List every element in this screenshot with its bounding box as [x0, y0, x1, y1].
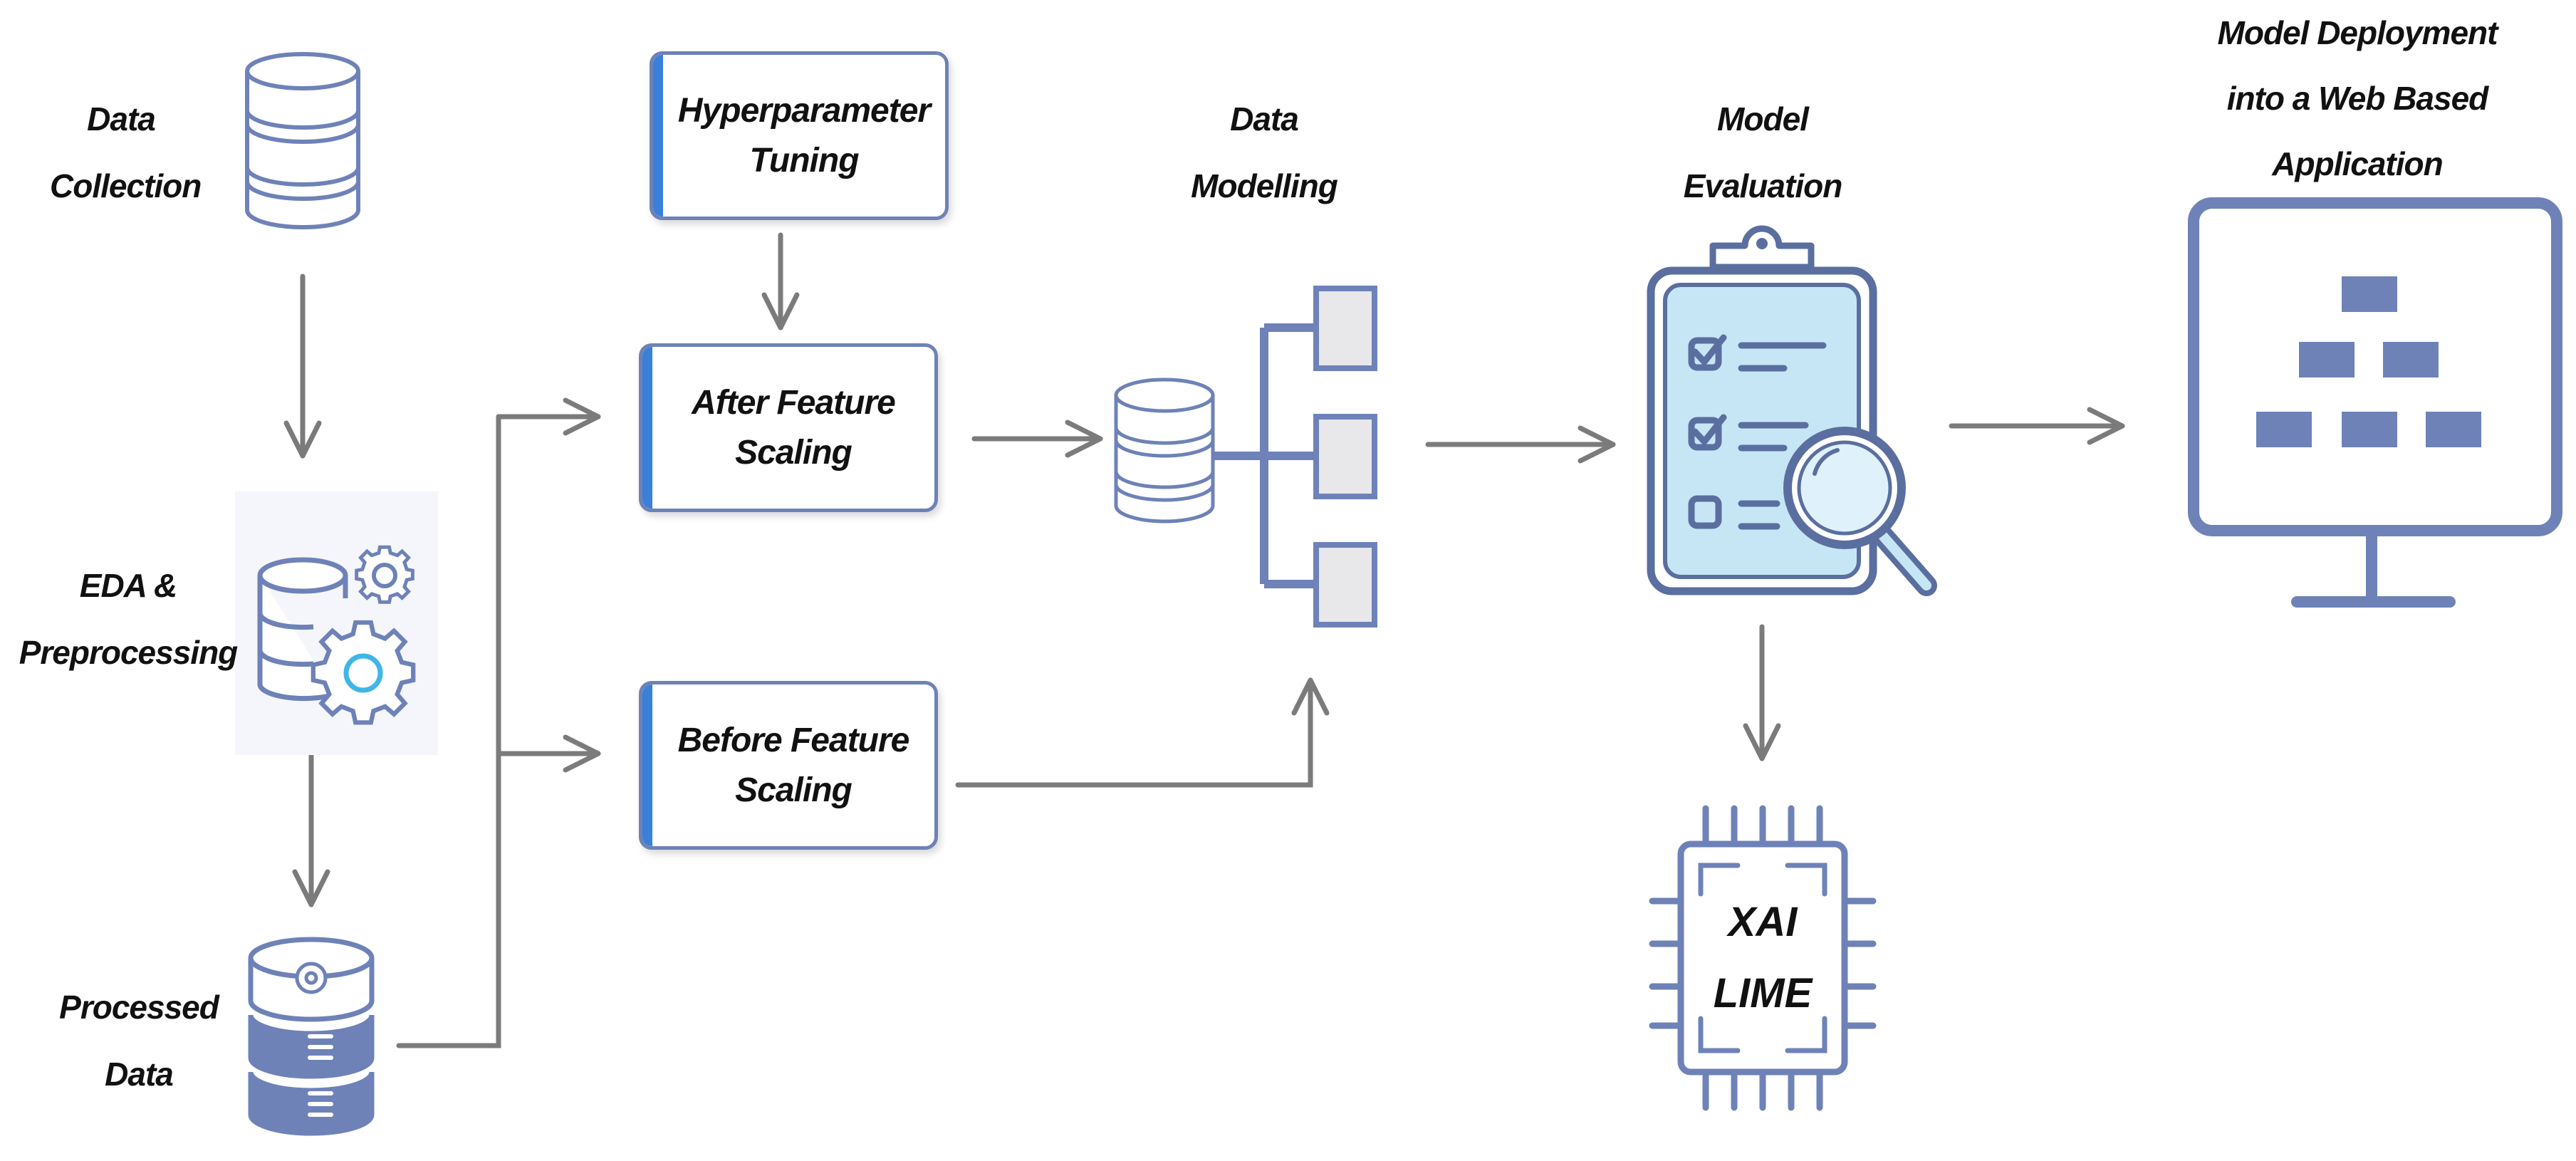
clipboard-checklist-magnifier-icon: [1647, 225, 1937, 596]
model-tree-icon: [1214, 323, 1316, 588]
connectors: [283, 232, 2125, 1048]
chip-pins-bottom: [1702, 1068, 1823, 1111]
label-evaluation-line2: Evaluation: [1683, 167, 1843, 204]
model-node-boxes: [1313, 286, 1377, 628]
large-gear-icon: [311, 620, 416, 725]
box-accent: [642, 347, 652, 509]
chip-pins-top: [1702, 805, 1823, 848]
xai-line2: LIME: [1713, 970, 1813, 1016]
label-modelling-line1: Data: [1230, 100, 1299, 137]
modelling-database-icon: [1114, 378, 1215, 524]
label-model-evaluation: Model Evaluation: [1638, 85, 1887, 219]
database-server-icon: [248, 937, 375, 1136]
label-eda-line2: Preprocessing: [19, 634, 239, 671]
before-scaling-line2: Scaling: [735, 771, 852, 809]
label-deployment-line3: Application: [2272, 145, 2443, 182]
connector-processed-to-split: [396, 414, 501, 1048]
before-feature-scaling-box: Before Feature Scaling: [639, 681, 938, 850]
label-eda-line1: EDA &: [79, 567, 177, 604]
cpu-chip-icon: [1649, 805, 1877, 1111]
box-accent: [653, 55, 663, 217]
label-eda-preprocessing: EDA & Preprocessing: [0, 552, 256, 686]
label-processed-line2: Data: [105, 1056, 174, 1093]
database-gears-icon: [235, 491, 438, 755]
label-data-collection-line1: Data: [87, 100, 156, 137]
xai-line1: XAI: [1728, 899, 1798, 945]
label-processed-data: Processed Data: [50, 974, 228, 1108]
connector-before-to-modelling: [955, 677, 1330, 788]
label-deployment-line1: Model Deployment: [2217, 14, 2498, 51]
after-feature-scaling-box: After Feature Scaling: [639, 343, 938, 512]
after-scaling-line2: Scaling: [735, 433, 852, 472]
chip-pins-right: [1841, 897, 1877, 1029]
monitor-hierarchy-icon: [2188, 197, 2562, 608]
label-data-modelling: Data Modelling: [1140, 85, 1389, 219]
server-gear-icon: [295, 962, 328, 994]
magnifier-icon: [1783, 427, 1937, 596]
box-accent: [642, 684, 652, 846]
label-data-collection-line2: Collection: [50, 167, 202, 204]
label-data-collection: Data Collection: [50, 85, 202, 219]
hyperparameter-tuning-box: Hyperparameter Tuning: [650, 51, 949, 220]
xai-lime-label: XAI LIME: [1691, 887, 1834, 1029]
database-icon: [245, 52, 360, 229]
hyperparameter-line1: Hyperparameter: [677, 91, 931, 130]
label-processed-line1: Processed: [59, 989, 219, 1026]
label-evaluation-line1: Model: [1717, 100, 1809, 137]
label-modelling-line2: Modelling: [1191, 167, 1338, 204]
before-scaling-line1: Before Feature: [677, 721, 910, 759]
small-gear-icon: [355, 545, 414, 604]
after-scaling-line1: After Feature: [692, 383, 896, 422]
label-deployment-line2: into a Web Based: [2226, 80, 2489, 117]
hyperparameter-line2: Tuning: [749, 141, 859, 179]
label-deployment: Model Deployment into a Web Based Applic…: [2179, 0, 2535, 197]
chip-pins-left: [1649, 897, 1684, 1029]
hierarchy-blocks: [2256, 276, 2481, 447]
